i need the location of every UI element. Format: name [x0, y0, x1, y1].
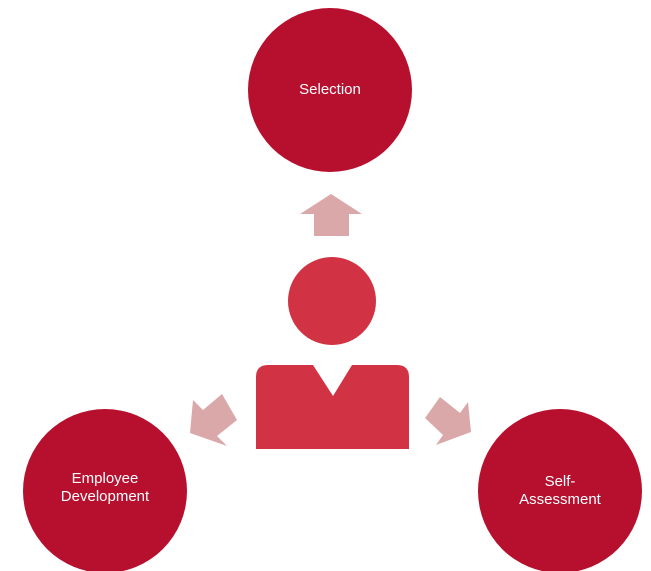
- node-selection-circle: [248, 8, 412, 172]
- arrow-down-left-icon: [190, 394, 237, 446]
- employee-text: Employee: [71, 470, 139, 487]
- person-icon: [256, 257, 409, 449]
- node-self-assessment-label: Self- Assessment: [480, 471, 640, 511]
- person-body: [256, 365, 409, 449]
- person-head: [288, 257, 376, 345]
- development-text: Development: [60, 488, 150, 505]
- node-self-assessment-circle: [478, 409, 642, 571]
- selection-text: Selection: [299, 81, 361, 98]
- assessment-text: Assessment: [519, 491, 601, 508]
- arrow-down-right-icon: [425, 397, 471, 445]
- node-employee-development-circle: [23, 409, 187, 571]
- node-employee-development-label: Employee Development: [25, 468, 185, 508]
- node-selection-label: Selection: [250, 72, 410, 108]
- arrow-up-icon: [300, 194, 362, 236]
- self-text: Self-: [544, 473, 576, 490]
